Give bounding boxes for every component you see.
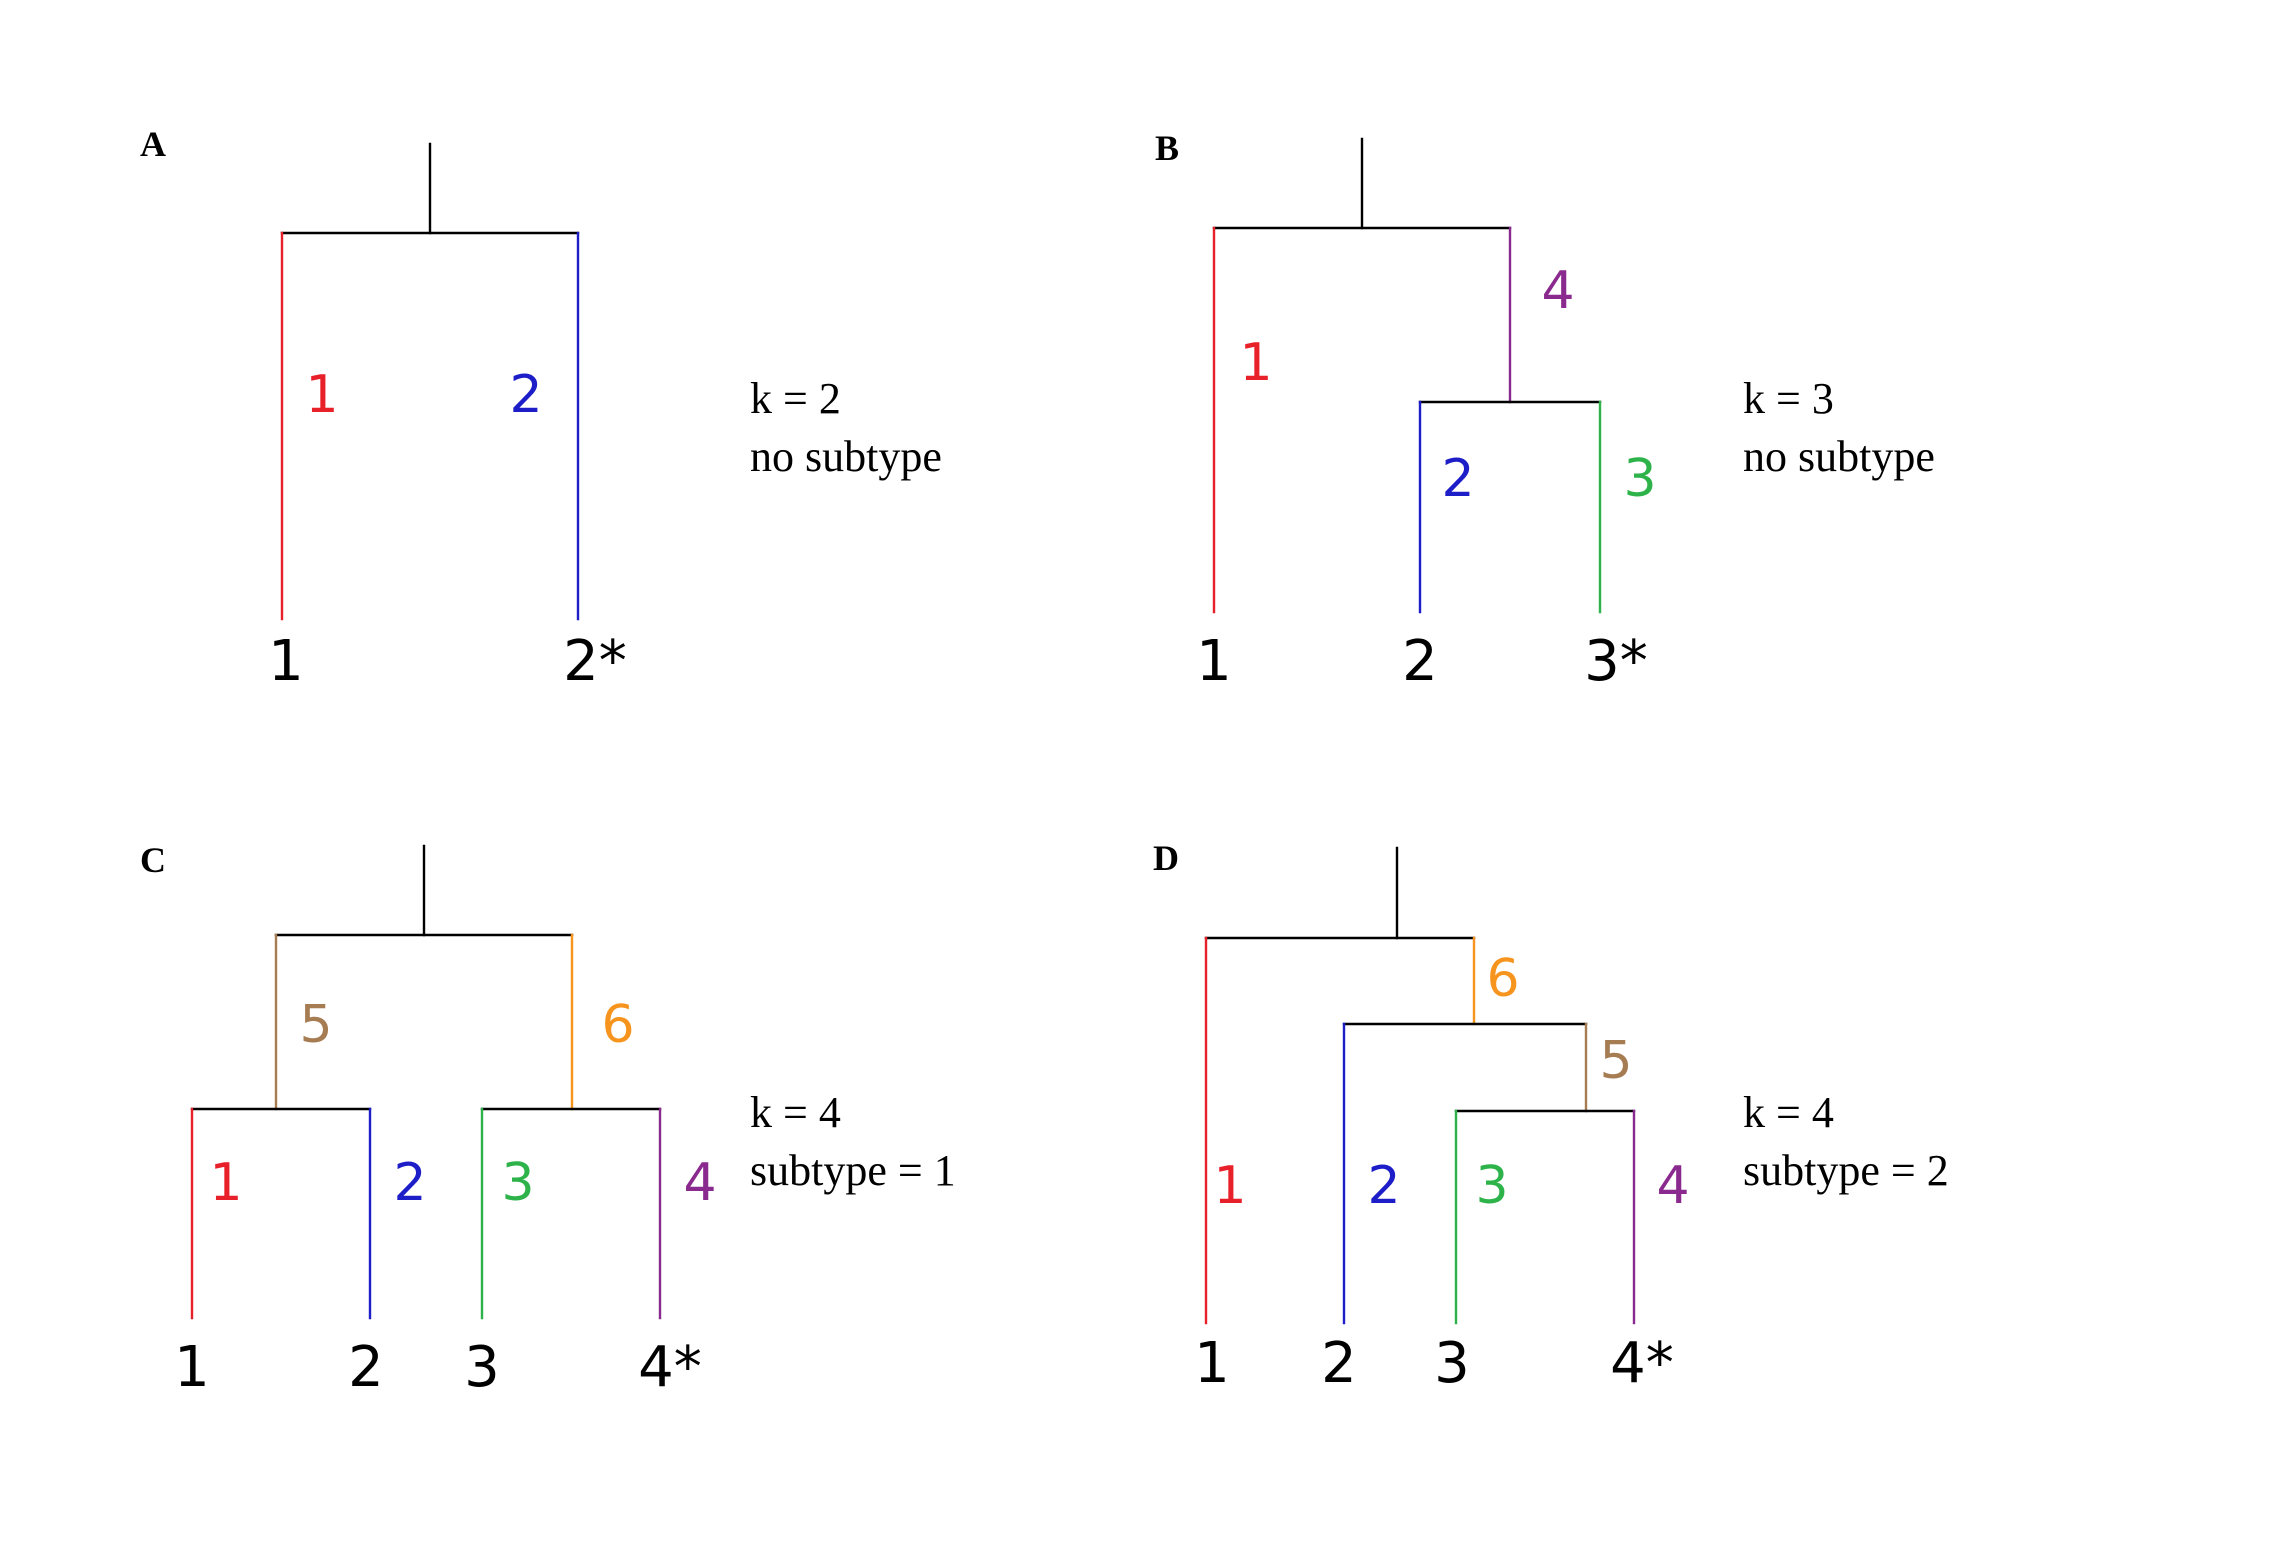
branch-label-2-c: 2 [393,1153,426,1213]
branch-label-2-b: 2 [1441,449,1474,509]
subtype-note-b: no subtype [1743,432,1935,481]
tip-label-4-d: 4* [1610,1331,1674,1396]
panel-letter-a: A [140,124,166,164]
panel-letter-b: B [1155,128,1179,168]
branch-label-4-c: 4 [683,1153,716,1213]
panel-letter-d: D [1153,838,1179,878]
branch-label-3-b: 3 [1623,449,1656,509]
k-note-c: k = 4 [750,1088,841,1137]
tip-label-4-c: 4* [638,1335,702,1400]
branch-label-5-c: 5 [299,995,332,1055]
branch-label-2-a: 2 [509,365,542,425]
branch-label-1-d: 1 [1213,1156,1246,1216]
k-note-d: k = 4 [1743,1088,1834,1137]
panel-letter-c: C [140,840,166,880]
panel-d: D 1 2 3 4 5 6 1 2 3 4* k = 4 subtype = 2 [1153,838,1949,1396]
branch-label-6-c: 6 [601,995,634,1055]
panel-b: B 1 2 3 4 1 2 3* k = 3 no subtype [1155,128,1935,694]
branch-label-3-d: 3 [1475,1156,1508,1216]
tip-label-3-d: 3 [1434,1331,1470,1396]
panel-c: C 1 2 3 4 5 6 1 2 3 4* k = 4 subtype = 1 [140,840,956,1400]
branch-label-2-d: 2 [1367,1156,1400,1216]
tip-label-2-d: 2 [1321,1331,1357,1396]
tip-label-2-a: 2* [563,629,627,694]
tip-label-3-c: 3 [464,1335,500,1400]
tip-label-1-c: 1 [174,1335,210,1400]
subtype-note-a: no subtype [750,432,942,481]
branch-label-1-a: 1 [305,365,338,425]
branch-label-4-b: 4 [1541,261,1574,321]
branch-label-1-c: 1 [209,1153,242,1213]
branch-label-5-d: 5 [1599,1031,1632,1091]
branch-label-1-b: 1 [1239,333,1272,393]
tip-label-1-d: 1 [1194,1331,1230,1396]
subtype-note-d: subtype = 2 [1743,1146,1949,1195]
tip-label-2-b: 2 [1402,629,1438,694]
subtype-note-c: subtype = 1 [750,1146,956,1195]
tip-label-3-b: 3* [1584,629,1648,694]
branch-label-6-d: 6 [1486,949,1519,1009]
panel-a: A 1 2 1 2* k = 2 no subtype [140,124,942,694]
tip-label-1-a: 1 [268,629,304,694]
k-note-b: k = 3 [1743,374,1834,423]
tip-label-2-c: 2 [348,1335,384,1400]
tip-label-1-b: 1 [1196,629,1232,694]
k-note-a: k = 2 [750,374,841,423]
branch-label-3-c: 3 [501,1153,534,1213]
branch-label-4-d: 4 [1656,1156,1689,1216]
